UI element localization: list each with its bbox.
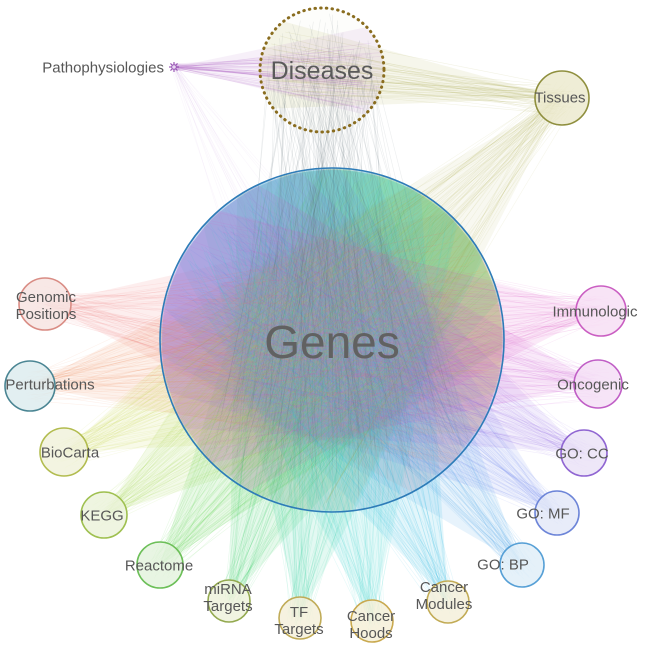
- edge-bundle-immunologic-genes-wedge: [161, 210, 601, 491]
- edge-bundle-diseases-genes: [214, 13, 470, 506]
- node-label-go-bp: GO: BP: [477, 556, 529, 573]
- node-genomic-positions[interactable]: [18, 277, 72, 331]
- hub-outline-layer: [159, 6, 505, 513]
- edge-bundle-pathophysiologies-diseases-wedge: [174, 27, 384, 115]
- edge-bundle-genomic-positions-genes-wedge: [45, 212, 503, 493]
- node-cancer-hoods[interactable]: [350, 599, 394, 643]
- edge-bundle-go-mf-genes-wedge: [160, 168, 557, 513]
- node-go-bp[interactable]: [499, 542, 545, 588]
- edge-bundle-cancer-modules-genes-wedge: [163, 168, 448, 603]
- node-oncogenic[interactable]: [573, 359, 623, 409]
- base-layer: [160, 8, 504, 512]
- edge-bundle-tissues-diseases: [261, 31, 577, 115]
- edge-line-layer: [12, 13, 617, 635]
- edge-bundle-biocarta-genes: [49, 175, 500, 469]
- edge-bundle-pathophysiologies-genes: [171, 63, 481, 504]
- node-label-tissues: Tissues: [534, 89, 585, 106]
- node-perturbations[interactable]: [4, 360, 56, 412]
- node-label-kegg: KEGG: [80, 507, 123, 524]
- node-immunologic[interactable]: [575, 285, 627, 337]
- node-label-genes: Genes: [264, 316, 400, 368]
- node-label-reactome: Reactome: [125, 557, 193, 574]
- node-label-perturbations: Perturbations: [5, 376, 94, 393]
- node-label-biocarta: BioCarta: [41, 444, 100, 461]
- node-label-go-cc: GO: CC: [555, 445, 609, 462]
- edge-bundle-immunologic-genes: [163, 212, 617, 475]
- edge-bundle-mirna-targets-genes-wedge: [229, 168, 500, 602]
- node-label-diseases: Diseases: [271, 57, 374, 85]
- node-cancer-modules[interactable]: [426, 580, 470, 624]
- edge-bundle-pathophysiologies-diseases: [170, 42, 382, 110]
- node-reactome[interactable]: [136, 541, 184, 589]
- label-layer: Genes Diseases PathophysiologiesTissuesGen…: [5, 57, 638, 642]
- edge-bundle-tf-targets-genes-wedge: [203, 169, 484, 618]
- edge-bundle-mirna-targets-genes: [215, 170, 487, 615]
- node-label-pathophysiologies: Pathophysiologies: [42, 59, 164, 76]
- edge-bundle-perturbations-genes: [12, 197, 499, 459]
- edge-bundle-go-bp-genes-wedge: [160, 168, 522, 566]
- edge-bundle-go-cc-genes: [169, 180, 600, 470]
- edge-bundle-go-cc-genes-wedge: [160, 171, 584, 453]
- node-label-immunologic: Immunologic: [552, 303, 638, 320]
- edge-bundle-tissues-genes-wedge: [160, 98, 563, 511]
- edge-bundle-cancer-hoods-genes: [189, 180, 455, 635]
- node-tissues[interactable]: [534, 70, 590, 126]
- node-biocarta[interactable]: [39, 427, 89, 477]
- edge-bundle-kegg-genes-wedge: [104, 168, 504, 515]
- edge-bundle-oncogenic-genes: [168, 204, 611, 450]
- edge-bundle-genomic-positions-genes: [29, 232, 491, 467]
- pathophysiologies-star-icon: [171, 64, 177, 70]
- edge-bundle-reactome-genes-wedge: [160, 168, 504, 565]
- node-layer: [4, 62, 627, 643]
- edge-bundle-biocarta-genes-wedge: [64, 172, 504, 452]
- edge-bundle-reactome-genes: [144, 174, 502, 580]
- genes-circle-fill: [160, 168, 504, 512]
- node-kegg[interactable]: [80, 491, 128, 539]
- edge-bundle-oncogenic-genes-wedge: [162, 184, 598, 463]
- edge-bundle-go-mf-genes: [162, 184, 568, 525]
- node-mirna-targets[interactable]: [207, 579, 251, 623]
- node-go-mf[interactable]: [534, 490, 580, 536]
- edge-bundle-tf-targets-genes: [227, 177, 453, 630]
- edge-bundle-kegg-genes: [89, 175, 502, 529]
- node-label-go-mf: GO: MF: [516, 505, 569, 522]
- node-genes[interactable]: [159, 167, 505, 513]
- edge-bundle-cancer-modules-genes: [181, 170, 461, 615]
- node-label-oncogenic: Oncogenic: [557, 376, 629, 393]
- node-pathophysiologies[interactable]: [169, 62, 179, 72]
- edge-bundle-perturbations-genes-wedge: [30, 185, 502, 465]
- edge-bundle-cancer-hoods-genes-wedge: [178, 169, 458, 621]
- node-go-cc[interactable]: [560, 429, 608, 477]
- edge-bundle-go-bp-genes: [189, 170, 536, 580]
- edge-bundle-tissues-diseases-wedge: [260, 21, 562, 109]
- edge-wedge-layer: [30, 21, 601, 621]
- diseases-circle-fill: [260, 8, 384, 132]
- node-tf-targets[interactable]: [278, 596, 322, 640]
- node-diseases[interactable]: [258, 6, 386, 134]
- edge-bundle-tissues-genes: [163, 80, 580, 508]
